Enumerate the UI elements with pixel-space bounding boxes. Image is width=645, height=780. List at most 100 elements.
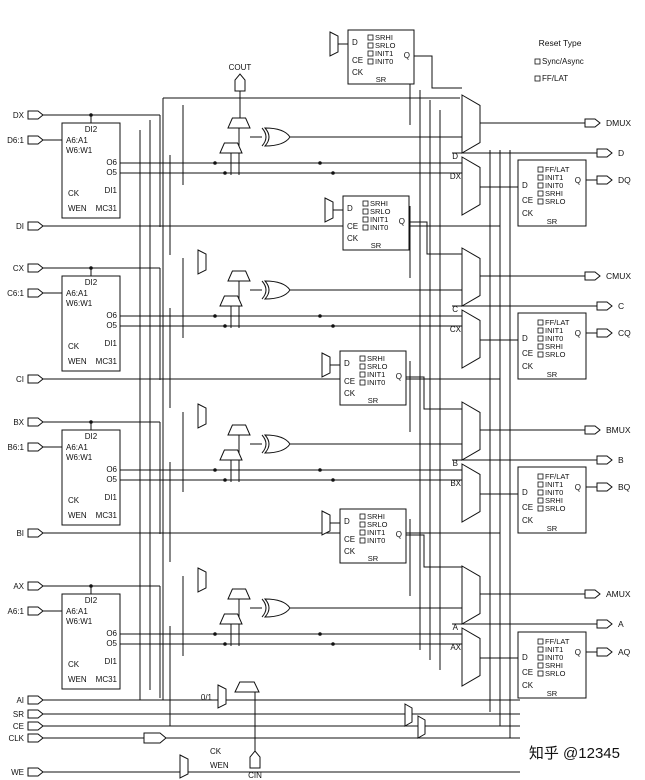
i-input-pin-icon: [27, 528, 44, 538]
o-mux-label: C: [452, 305, 458, 314]
lut-block: [61, 593, 121, 690]
wire: [406, 534, 462, 568]
label: W6:W1: [66, 617, 93, 626]
label: Q: [404, 51, 410, 60]
label: WEN: [68, 511, 87, 520]
output-mux: [461, 565, 481, 625]
checkbox-icon: [362, 216, 369, 223]
junction-dot: [331, 171, 335, 175]
checkbox-icon: [537, 190, 544, 197]
label: CK: [347, 234, 359, 243]
label: SRHI: [545, 661, 563, 670]
control-pin-icon: [27, 767, 44, 777]
label: MC31: [96, 511, 118, 520]
x-mux-label: CX: [450, 325, 462, 334]
label: CK: [68, 189, 80, 198]
ff-lat-block: [517, 466, 587, 534]
we-wen-label: WEN: [210, 761, 229, 770]
label: WEN: [68, 357, 87, 366]
label: A6:A1: [66, 443, 88, 452]
checkbox-icon: [367, 50, 374, 57]
label: CK: [522, 362, 534, 371]
label: W6:W1: [66, 146, 93, 155]
label: O5: [106, 475, 117, 484]
checkbox-icon: [537, 327, 544, 334]
label: SRLO: [545, 504, 566, 513]
label: CE: [344, 535, 355, 544]
checkbox-icon: [359, 363, 366, 370]
junction-dot: [89, 420, 93, 424]
cout-pin-icon: [234, 73, 246, 92]
label: D: [344, 517, 350, 526]
junction-dot: [213, 161, 217, 165]
label: A6:A1: [66, 607, 88, 616]
bypass-mux: [197, 249, 207, 275]
label: O5: [106, 168, 117, 177]
label: INIT0: [370, 223, 388, 232]
label: Q: [575, 648, 581, 657]
xor-back-curve: [261, 127, 267, 147]
checkbox-icon: [537, 335, 544, 342]
ff-lat-block: [517, 159, 587, 227]
o-output-pin-icon: [596, 301, 613, 311]
o-output-pin-icon: [596, 148, 613, 158]
addr-input-pin-icon: [27, 442, 44, 452]
label: CK: [68, 496, 80, 505]
checkbox-icon: [359, 379, 366, 386]
carry-mux: [227, 424, 251, 436]
label: SRLO: [375, 41, 396, 50]
label: D: [522, 181, 528, 190]
ff-select-mux: [461, 627, 481, 687]
xor-back-curve: [261, 434, 267, 454]
label: D: [522, 653, 528, 662]
srhi-block: [339, 508, 407, 564]
checkbox-icon: [537, 473, 544, 480]
label: INIT1: [375, 49, 393, 58]
label: CK: [352, 68, 364, 77]
legend-title: Reset Type: [539, 38, 582, 48]
checkbox-icon: [534, 75, 541, 82]
x-input-label: DX: [13, 111, 25, 120]
carry-mux: [227, 588, 251, 600]
label: CE: [352, 56, 363, 65]
xor-back-curve: [261, 598, 267, 618]
xor-body: [263, 127, 291, 147]
i-input-pin-icon: [27, 221, 44, 231]
srhi-input-mux: [324, 197, 334, 223]
checkbox-icon: [537, 662, 544, 669]
label: DI1: [105, 493, 118, 502]
x-input-pin-icon: [27, 110, 44, 120]
q-output-label: AQ: [618, 647, 631, 657]
mux-output-pin-icon: [584, 118, 601, 128]
xor-back-curve: [261, 280, 267, 300]
label: A6:A1: [66, 289, 88, 298]
label: D: [347, 204, 353, 213]
junction-dot: [223, 171, 227, 175]
label: INIT1: [370, 215, 388, 224]
label: INIT0: [367, 536, 385, 545]
checkbox-icon: [537, 505, 544, 512]
label: CE: [522, 503, 533, 512]
x-mux-label: AX: [450, 643, 461, 652]
label: D: [522, 334, 528, 343]
i-input-label: DI: [16, 222, 24, 231]
label: DI1: [105, 339, 118, 348]
junction-dot: [223, 642, 227, 646]
x-input-label: BX: [13, 418, 24, 427]
x-mux-label: BX: [450, 479, 461, 488]
label: FF/LAT: [545, 318, 570, 327]
mux-output-label: DMUX: [606, 118, 631, 128]
label: SR: [547, 689, 558, 698]
addr-input-pin-icon: [27, 288, 44, 298]
checkbox-icon: [359, 513, 366, 520]
checkbox-icon: [362, 200, 369, 207]
legend-item: FF/LAT: [542, 74, 568, 83]
label: CK: [522, 681, 534, 690]
addr-input-pin-icon: [27, 606, 44, 616]
addr-input-label: D6:1: [7, 136, 24, 145]
label: CE: [344, 377, 355, 386]
carry-select-mux: [219, 295, 243, 307]
mux-output-pin-icon: [584, 425, 601, 435]
